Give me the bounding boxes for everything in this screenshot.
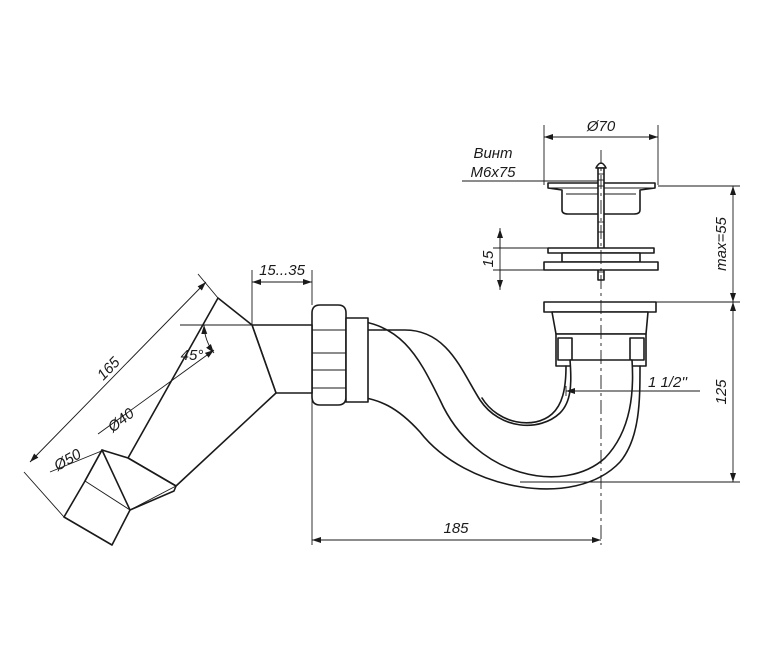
- thread-size-label: 1 1/2'': [648, 374, 688, 391]
- dim-diameter-70-label: Ø70: [586, 118, 616, 135]
- angle-45-label: 45°: [181, 347, 204, 364]
- dim-15-35-label: 15...35: [259, 262, 306, 279]
- dim-diameter-70: [543, 125, 659, 185]
- dim-125: [520, 301, 740, 483]
- dim-diameter-40: [97, 349, 215, 435]
- outlet-pipe: [63, 297, 313, 546]
- union-nut: [311, 304, 369, 406]
- dim-diameter-50: [49, 449, 105, 473]
- thread-callout: [565, 386, 700, 396]
- dim-diameter-50-label: Ø50: [50, 445, 84, 475]
- dim-15: [493, 228, 548, 290]
- dim-diameter-40-label: Ø40: [104, 405, 138, 437]
- screw-label-name: Винт: [473, 145, 512, 162]
- center-lines: [311, 150, 602, 545]
- dim-15-35: [251, 270, 313, 325]
- gasket-stack: [543, 247, 659, 271]
- dim-15-label: 15: [480, 250, 497, 267]
- dim-125-label: 125: [713, 379, 730, 405]
- dim-165-label: 165: [94, 353, 124, 383]
- siphon-tube: [344, 319, 641, 490]
- dim-165: [23, 273, 219, 518]
- outlet-flange: [543, 301, 657, 367]
- screw-label-size: M6x75: [470, 164, 516, 181]
- dim-185-label: 185: [443, 520, 469, 537]
- dim-max-55-label: max=55: [713, 216, 730, 270]
